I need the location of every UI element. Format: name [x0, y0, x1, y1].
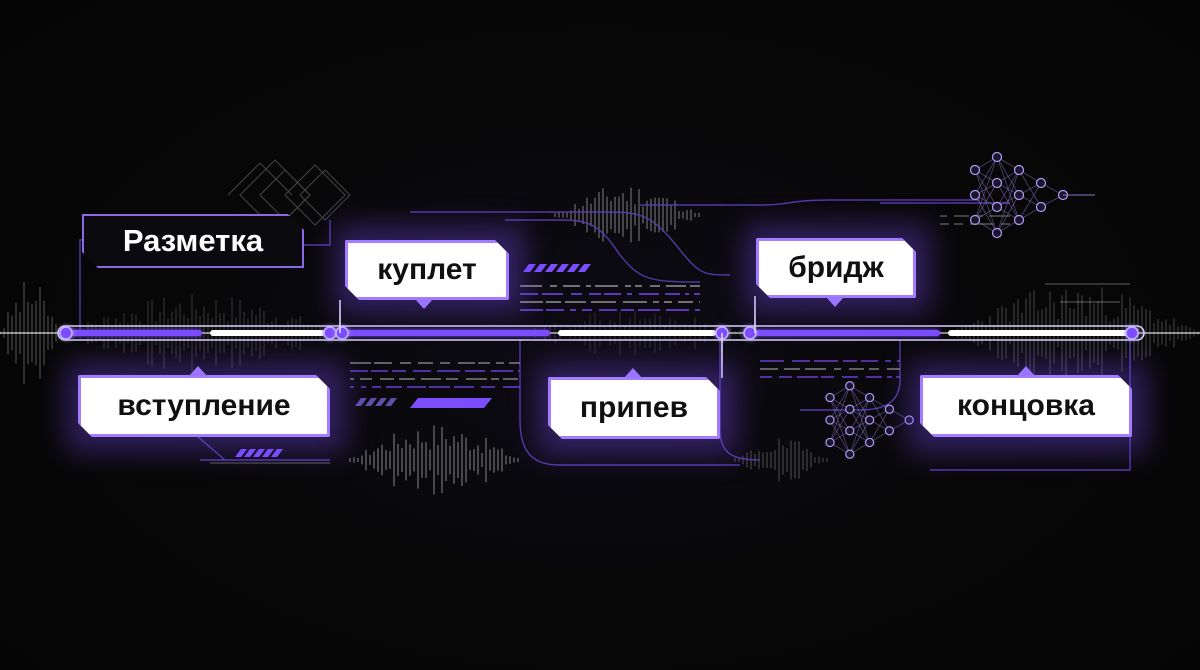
diagram-title: Разметка: [82, 214, 304, 268]
neural-network-icon: [825, 381, 914, 459]
neural-network-icon: [969, 151, 1069, 239]
section-label-bridge: бридж: [756, 238, 916, 298]
data-dashes: [350, 215, 1010, 388]
section-label-text: бридж: [788, 251, 884, 284]
section-label-text: куплет: [377, 253, 477, 286]
diamond-pattern: [227, 159, 351, 231]
timeline: [0, 325, 1200, 341]
circuit-lines: [79, 199, 1131, 471]
section-label-outro: концовка: [920, 375, 1132, 437]
dashed-stripes: [235, 264, 591, 457]
section-label-text: вступление: [117, 389, 291, 422]
section-label-text: припев: [579, 391, 689, 424]
section-label-chorus: припев: [548, 377, 720, 439]
section-label-text: концовка: [957, 389, 1095, 422]
section-label-intro: вступление: [78, 375, 330, 437]
diagram-title-text: Разметка: [122, 223, 264, 258]
section-label-verse: куплет: [345, 240, 509, 300]
